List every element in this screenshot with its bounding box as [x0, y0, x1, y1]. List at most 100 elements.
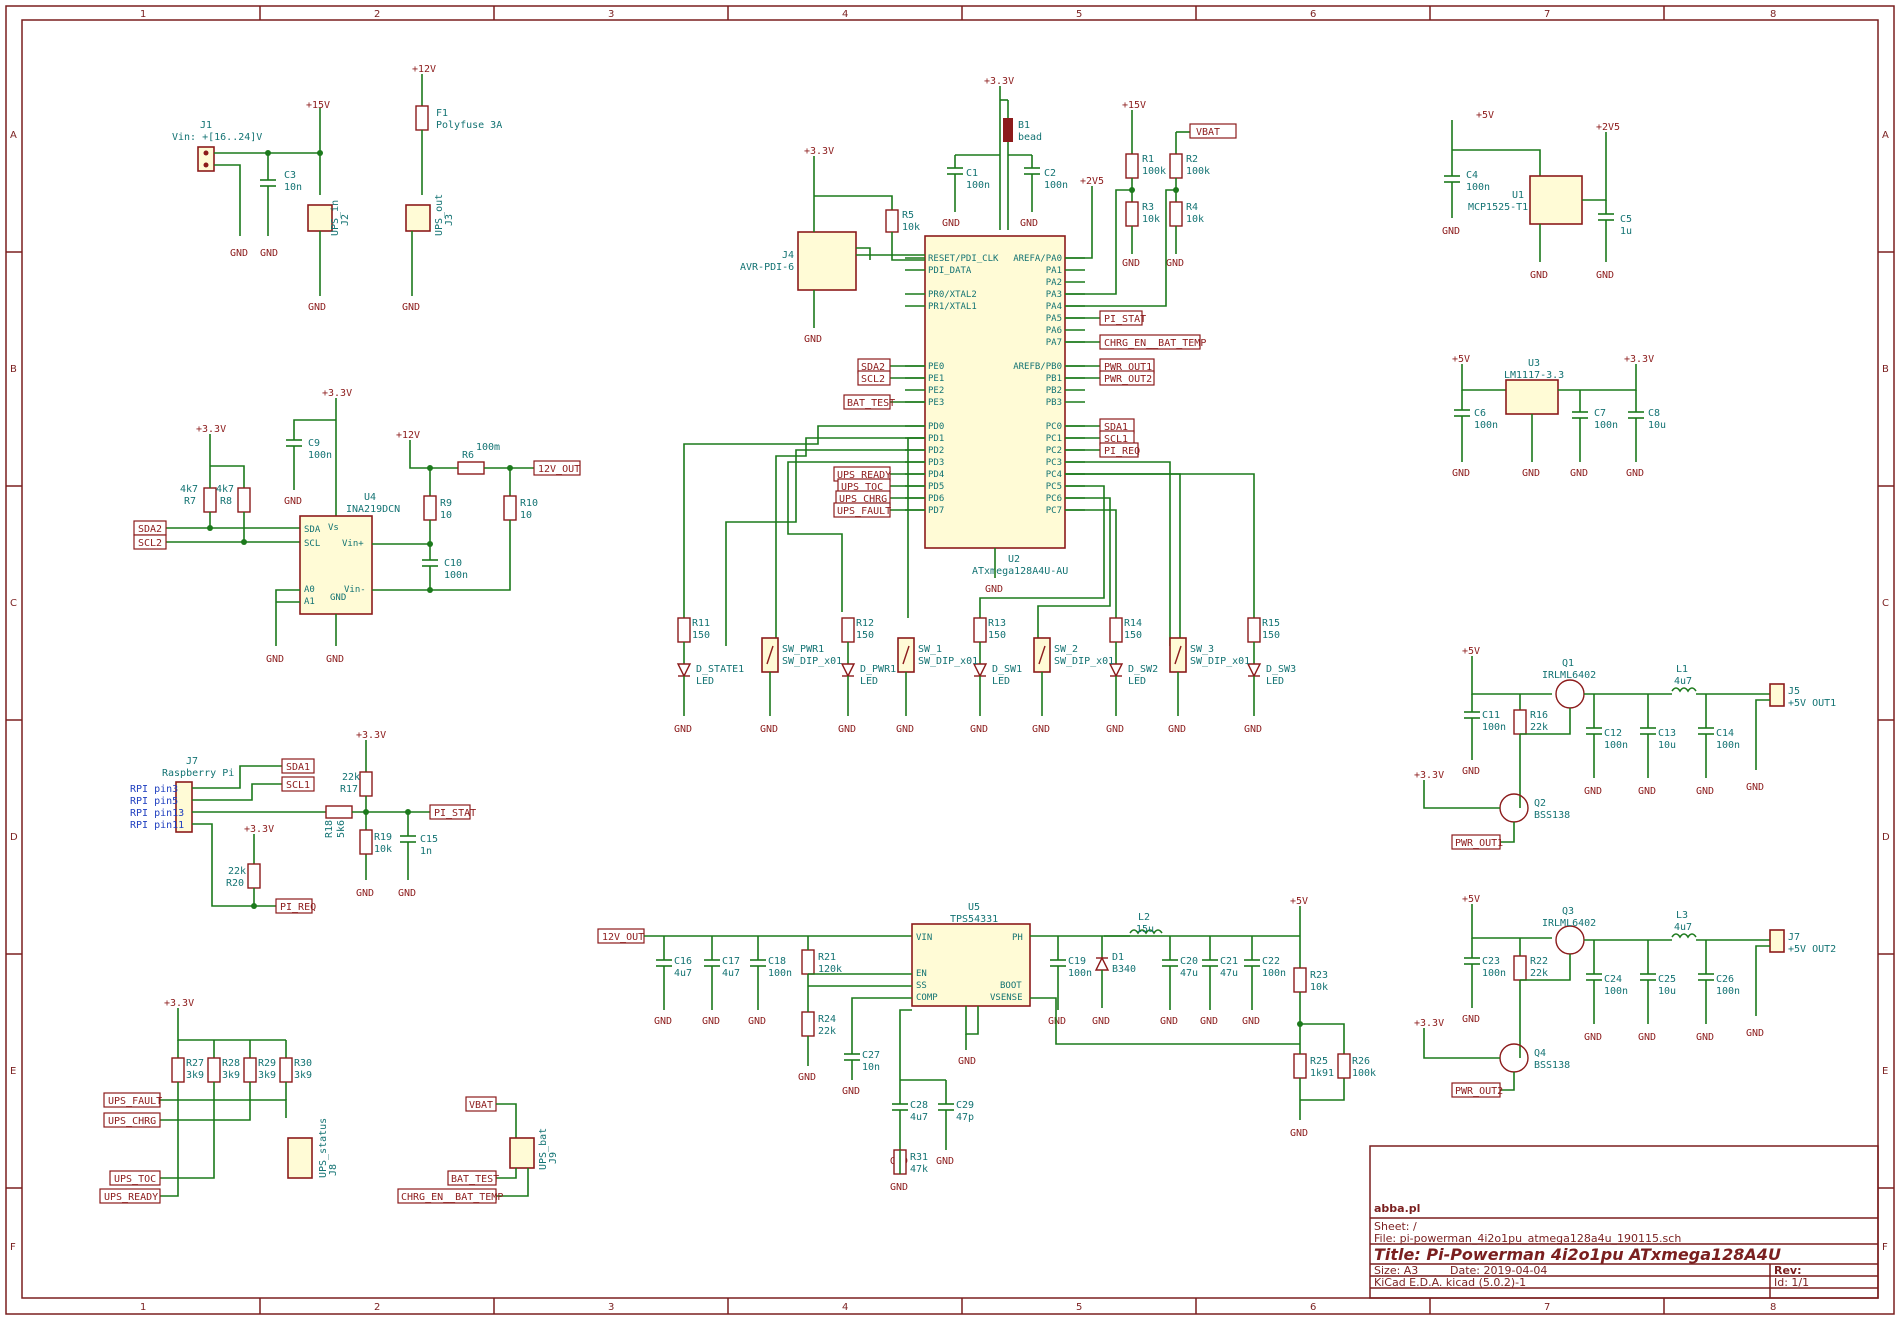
u2-right-pin-name: PC4 [1046, 470, 1062, 480]
gnd-c11: GND [1462, 766, 1480, 777]
j9-ref: J9 [548, 1152, 559, 1164]
col-label-2: 2 [374, 9, 380, 20]
led-switch-row: R11150D_STATE1LEDGNDR12150D_PWR1LEDGNDR1… [674, 425, 1296, 735]
sda1-label-mcu-text: SDA1 [1104, 422, 1128, 433]
gnd-c9: GND [284, 496, 302, 507]
out-cap-ref: C24 [1604, 974, 1622, 985]
ups-toc-label-status [109, 1170, 161, 1186]
r18-value: 5k6 [336, 820, 347, 838]
u1-mcp1525 [1529, 175, 1583, 225]
j5-ref: J5 [1788, 686, 1800, 697]
scl1-label-mcu-text: SCL1 [1104, 434, 1128, 445]
gnd-r24: GND [798, 1072, 816, 1083]
r18-ref: R18 [324, 820, 335, 838]
q2-value: BSS138 [1534, 810, 1570, 821]
f1-ref: F1 [436, 108, 448, 119]
title-block: abba.pl Sheet: / File: pi-powerman_4i2o1… [1369, 1145, 1879, 1299]
u2-left-pin-name: PD3 [928, 458, 944, 468]
j9-ups-bat [509, 1137, 535, 1169]
buck-cap-ref: C27 [862, 1050, 880, 1061]
buck-cap-value: 10n [862, 1062, 880, 1073]
gnd-buck-cap: GND [1160, 1016, 1178, 1027]
r5-resistor [885, 209, 899, 233]
r4-ref: R4 [1186, 202, 1198, 213]
r17-value: 22k [342, 772, 360, 783]
u2-left-pin-name: PD1 [928, 434, 944, 444]
p25v-vref: +2V5 [1596, 122, 1620, 133]
buck-resistor [801, 949, 815, 975]
switch-value: SW_DIP_x01 [1190, 656, 1250, 667]
c8-value: 10u [1648, 420, 1666, 431]
u1-value: MCP1525-T1 [1468, 202, 1528, 213]
u2-right-pin-name: PC7 [1046, 506, 1062, 516]
r5-value: 10k [902, 222, 920, 233]
u2-right-pin-name: PB1 [1046, 374, 1062, 384]
u5-pin-ss: SS [916, 981, 927, 991]
l1-ref: L1 [1676, 664, 1688, 675]
gnd-c3: GND [260, 248, 278, 259]
sheet-border-outer [5, 5, 1895, 1315]
u2-right-pin-name: PA4 [1046, 302, 1062, 312]
sda1-label-pi [281, 758, 315, 774]
row-label-e-right: E [1882, 1066, 1888, 1077]
pi-stat-label-mcu-text: PI_STAT [1104, 314, 1146, 325]
r10-resistor [503, 495, 517, 521]
p12v-ina: +12V [396, 430, 420, 441]
buck-res-value: 120k [818, 964, 842, 975]
pwr-out2-label-mcu [1099, 370, 1155, 386]
gnd-buck-cap: GND [654, 1016, 672, 1027]
u2-right-pin-name: PA2 [1046, 278, 1062, 288]
gnd-buck-cap: GND [842, 1086, 860, 1097]
r18-resistor [325, 805, 353, 819]
ups-ready-label-status-text: UPS_READY [104, 1192, 158, 1203]
gnd-switch: GND [1168, 724, 1186, 735]
pi-stat-label-pi [429, 804, 471, 820]
gnd-c15: GND [398, 888, 416, 899]
u2-right-pin-name: AREFB/PB0 [1013, 362, 1062, 372]
u5-pin-comp: COMP [916, 993, 938, 1003]
column-markers: 1 2 3 4 5 6 7 8 1 2 3 4 5 6 7 8 [140, 6, 1776, 1314]
buck-cap-ref: C18 [768, 956, 786, 967]
f1-value: Polyfuse 3A [436, 120, 502, 131]
out-cap-ref: C26 [1716, 974, 1734, 985]
gnd-a0: GND [266, 654, 284, 665]
r19-resistor [359, 829, 373, 855]
switch-value: SW_DIP_x01 [918, 656, 978, 667]
j4-value: AVR-PDI-6 [740, 262, 794, 273]
tb-rev: Rev: [1774, 1264, 1802, 1277]
ups-fault-label-status [103, 1092, 161, 1108]
r25-resistor [1293, 1053, 1307, 1079]
led-ref: D_STATE1 [696, 664, 744, 675]
u2-right-pin-name: PC6 [1046, 494, 1062, 504]
sheet-border-inner [21, 19, 1879, 1299]
r19-ref: R19 [374, 832, 392, 843]
u2-left-pin-name: PE3 [928, 398, 944, 408]
j3-value: UPS_out [434, 194, 445, 236]
row-label-c-right: C [1882, 598, 1889, 609]
u2-right-pin-name: PB3 [1046, 398, 1062, 408]
f1-fuse [415, 105, 429, 131]
col-label-5: 5 [1076, 9, 1082, 20]
scl2-label-ina-text: SCL2 [138, 538, 162, 549]
chrg-en-label-bat-text: CHRG_EN__BAT_TEMP [401, 1192, 503, 1203]
buck-res-value: 100k [1352, 1068, 1376, 1079]
led-value: LED [1266, 676, 1284, 687]
p33v-r20: +3.3V [244, 824, 274, 835]
led-resistor-ref: R11 [692, 618, 710, 629]
u5-value: TPS54331 [950, 914, 998, 925]
r7-ref: R7 [184, 496, 196, 507]
ups-toc-label-mcu-text: UPS_TOC [841, 482, 883, 493]
c2-ref: C2 [1044, 168, 1056, 179]
buck-cap-value: 47p [956, 1112, 974, 1123]
q4-nmos [1499, 1043, 1529, 1073]
ups-fault-label-status-text: UPS_FAULT [108, 1096, 162, 1107]
gnd-out-cap: GND [1696, 1032, 1714, 1043]
u4-pin-vs: Vs [328, 523, 339, 533]
u2-atxmega [924, 235, 1066, 549]
gnd-j1: GND [230, 248, 248, 259]
gnd-led: GND [970, 724, 988, 735]
r2-resistor [1169, 153, 1183, 179]
chrg-en-label-mcu-text: CHRG_EN__BAT_TEMP [1104, 338, 1206, 349]
buck-cap-ref: C17 [722, 956, 740, 967]
